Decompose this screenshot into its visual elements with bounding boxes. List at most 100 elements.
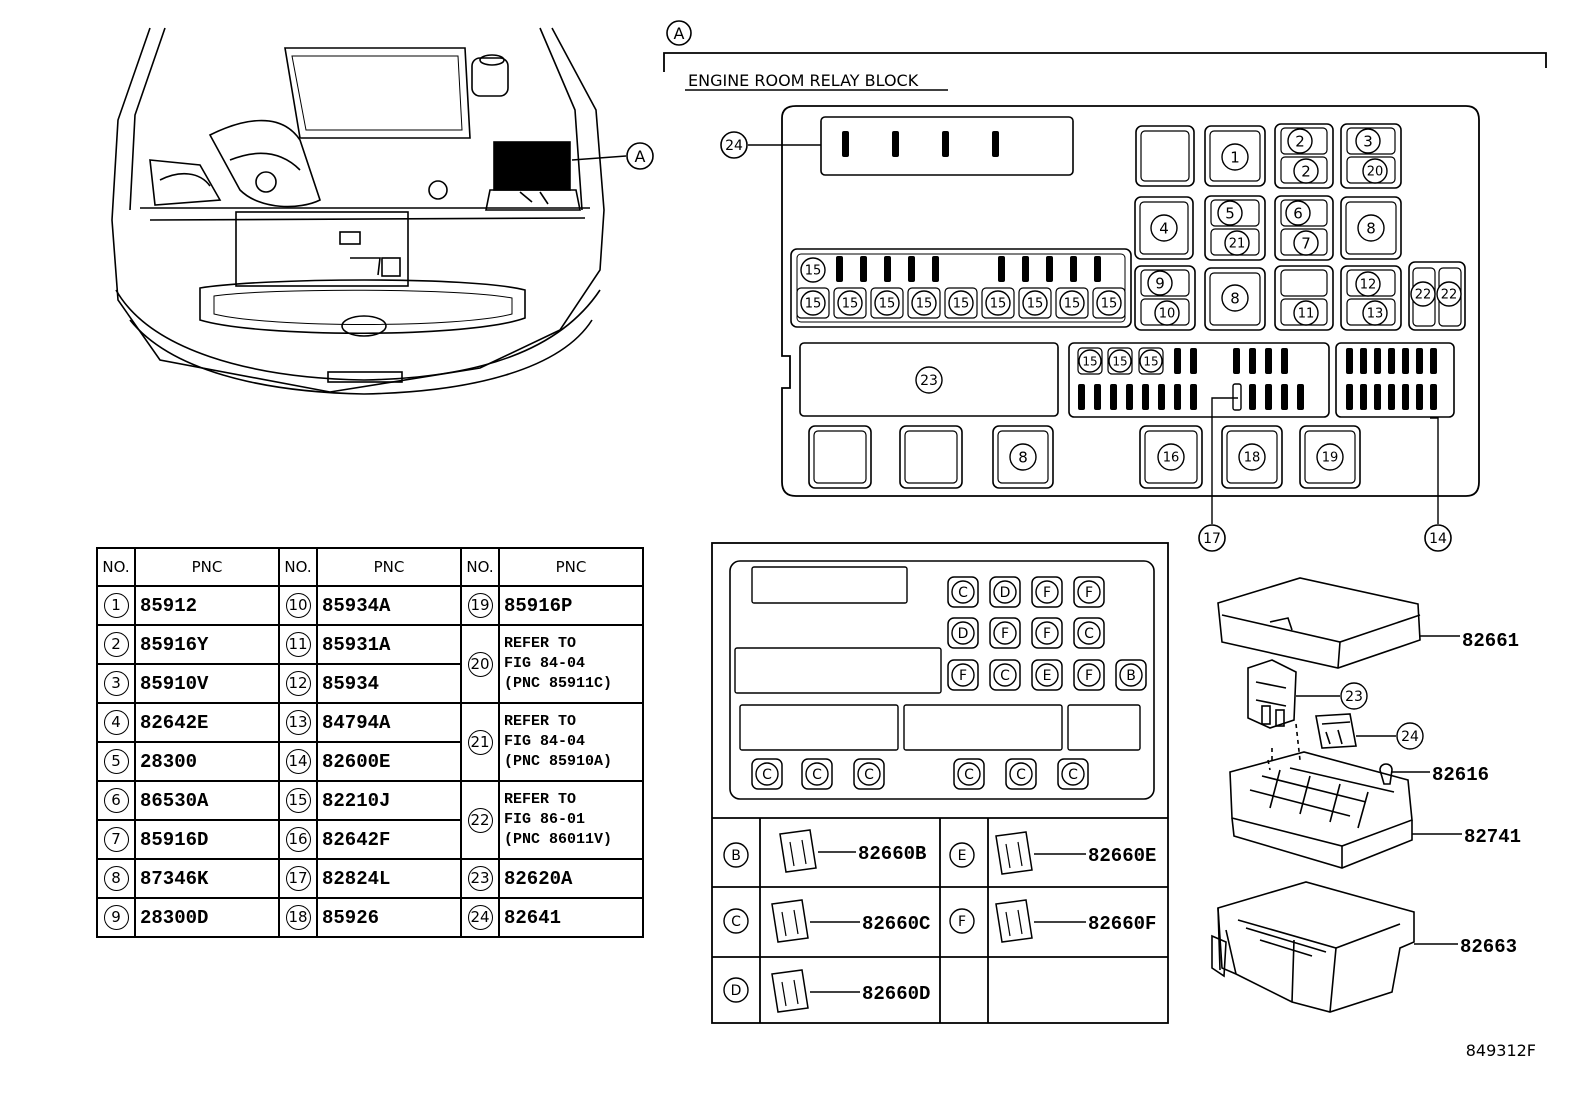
small-socket [1346,127,1396,155]
small-socket [1210,199,1260,227]
item-number: 8 [103,866,129,891]
fuse-blade [1430,348,1437,374]
exploded-23: 23 [1345,689,1363,705]
connector-socket [953,758,985,790]
header-pnc: PNC [134,547,280,587]
relay-8-circle [1221,284,1249,312]
connector-C: C [762,767,772,783]
connector-socket [989,617,1021,649]
connector-B: B [1126,668,1136,684]
exploded-view [1211,577,1462,1013]
connector-F-circle [1077,580,1101,604]
cell-no: 23 [460,858,500,899]
section-bracket [663,52,1547,72]
fuse-blade [1388,384,1395,410]
fuse-15-circle [1059,290,1085,316]
cell-no: 10 [278,585,318,626]
svg-text:14: 14 [1429,531,1447,547]
cell-no: 5 [96,741,136,782]
connector-F-circle [1035,621,1059,645]
small-socket [870,287,904,319]
connector-C-circle [951,580,975,604]
connector-F: F [1085,668,1093,684]
cell-no: 20 [460,624,500,704]
relay-block-outline [781,105,1480,497]
exploded-24: 24 [1401,729,1419,745]
item-number: 2 [103,632,129,657]
connector-C: C [812,767,822,783]
part-23 [1247,659,1297,729]
item-number: 20 [467,651,493,677]
leader-17: 17 [1198,524,1226,552]
fuse-15: 15 [1101,297,1118,312]
cell-no: 7 [96,819,136,860]
socket-outer [1139,425,1203,489]
cell-no: 17 [278,858,318,899]
part-label-82661: 82661 [1462,630,1519,652]
item-number: 5 [103,749,129,774]
socket-outer [1340,196,1402,260]
connector-D: D [958,626,969,642]
relay-6: 6 [1293,204,1303,222]
fuse-15-circle [800,257,826,283]
cell-pnc: 82600E [316,741,462,782]
legend-pnc: 82660C [862,913,930,935]
relay-18: 18 [1244,451,1261,466]
connector-socket [947,617,979,649]
callout-a-engine-label: A [635,147,646,166]
small-socket [1280,127,1328,155]
legend-pnc: 82660F [1088,913,1156,935]
fuse-15-circle [948,290,974,316]
fuse-15-circle [1108,349,1132,373]
fusible-link-slots [842,131,999,157]
fuse-blade [1249,348,1256,374]
connector-C: C [864,767,874,783]
relay-1-circle [1221,143,1249,171]
relay-20: 20 [1367,165,1384,180]
connector-socket [853,758,885,790]
cell-no: 24 [460,897,500,938]
cell-pnc: 85916P [498,585,644,626]
fuse-blade [1046,256,1053,282]
fuse-blade [1297,384,1304,410]
svg-text:17: 17 [1203,531,1221,547]
relay-13: 13 [1367,307,1384,322]
svg-text:24: 24 [725,138,743,154]
relay-2: 2 [1301,162,1311,180]
fuse-15-circle [1078,349,1102,373]
fuse-group-14 [1335,342,1455,418]
cover-82661 [1217,577,1421,669]
small-socket [1107,347,1133,375]
legend-c-circle [723,908,749,934]
connector-socket [947,576,979,608]
connector-F: F [959,668,967,684]
legend-c: C [731,914,741,930]
item-number: 13 [285,710,311,735]
fuse-blade [1094,256,1101,282]
part-label-82663: 82663 [1460,936,1517,958]
fuse-blade [1402,384,1409,410]
connector-D-circle [951,621,975,645]
connector-C-circle [1061,762,1085,786]
callout-a-label: A [674,24,685,43]
connector-C: C [1068,767,1078,783]
fuse-15-circle [911,290,937,316]
fuse-blade [1174,384,1181,410]
fuse-15: 15 [1112,354,1127,368]
socket-outer [1134,196,1194,260]
connector-C-circle [805,762,829,786]
fuse-15-circle [1139,349,1163,373]
cell-pnc: 85934 [316,663,462,704]
connector-socket [1073,617,1105,649]
socket-inner [997,430,1049,484]
legend-e-circle [949,842,975,868]
area-23: 23 [920,373,938,389]
fuse-blade [1388,348,1395,374]
